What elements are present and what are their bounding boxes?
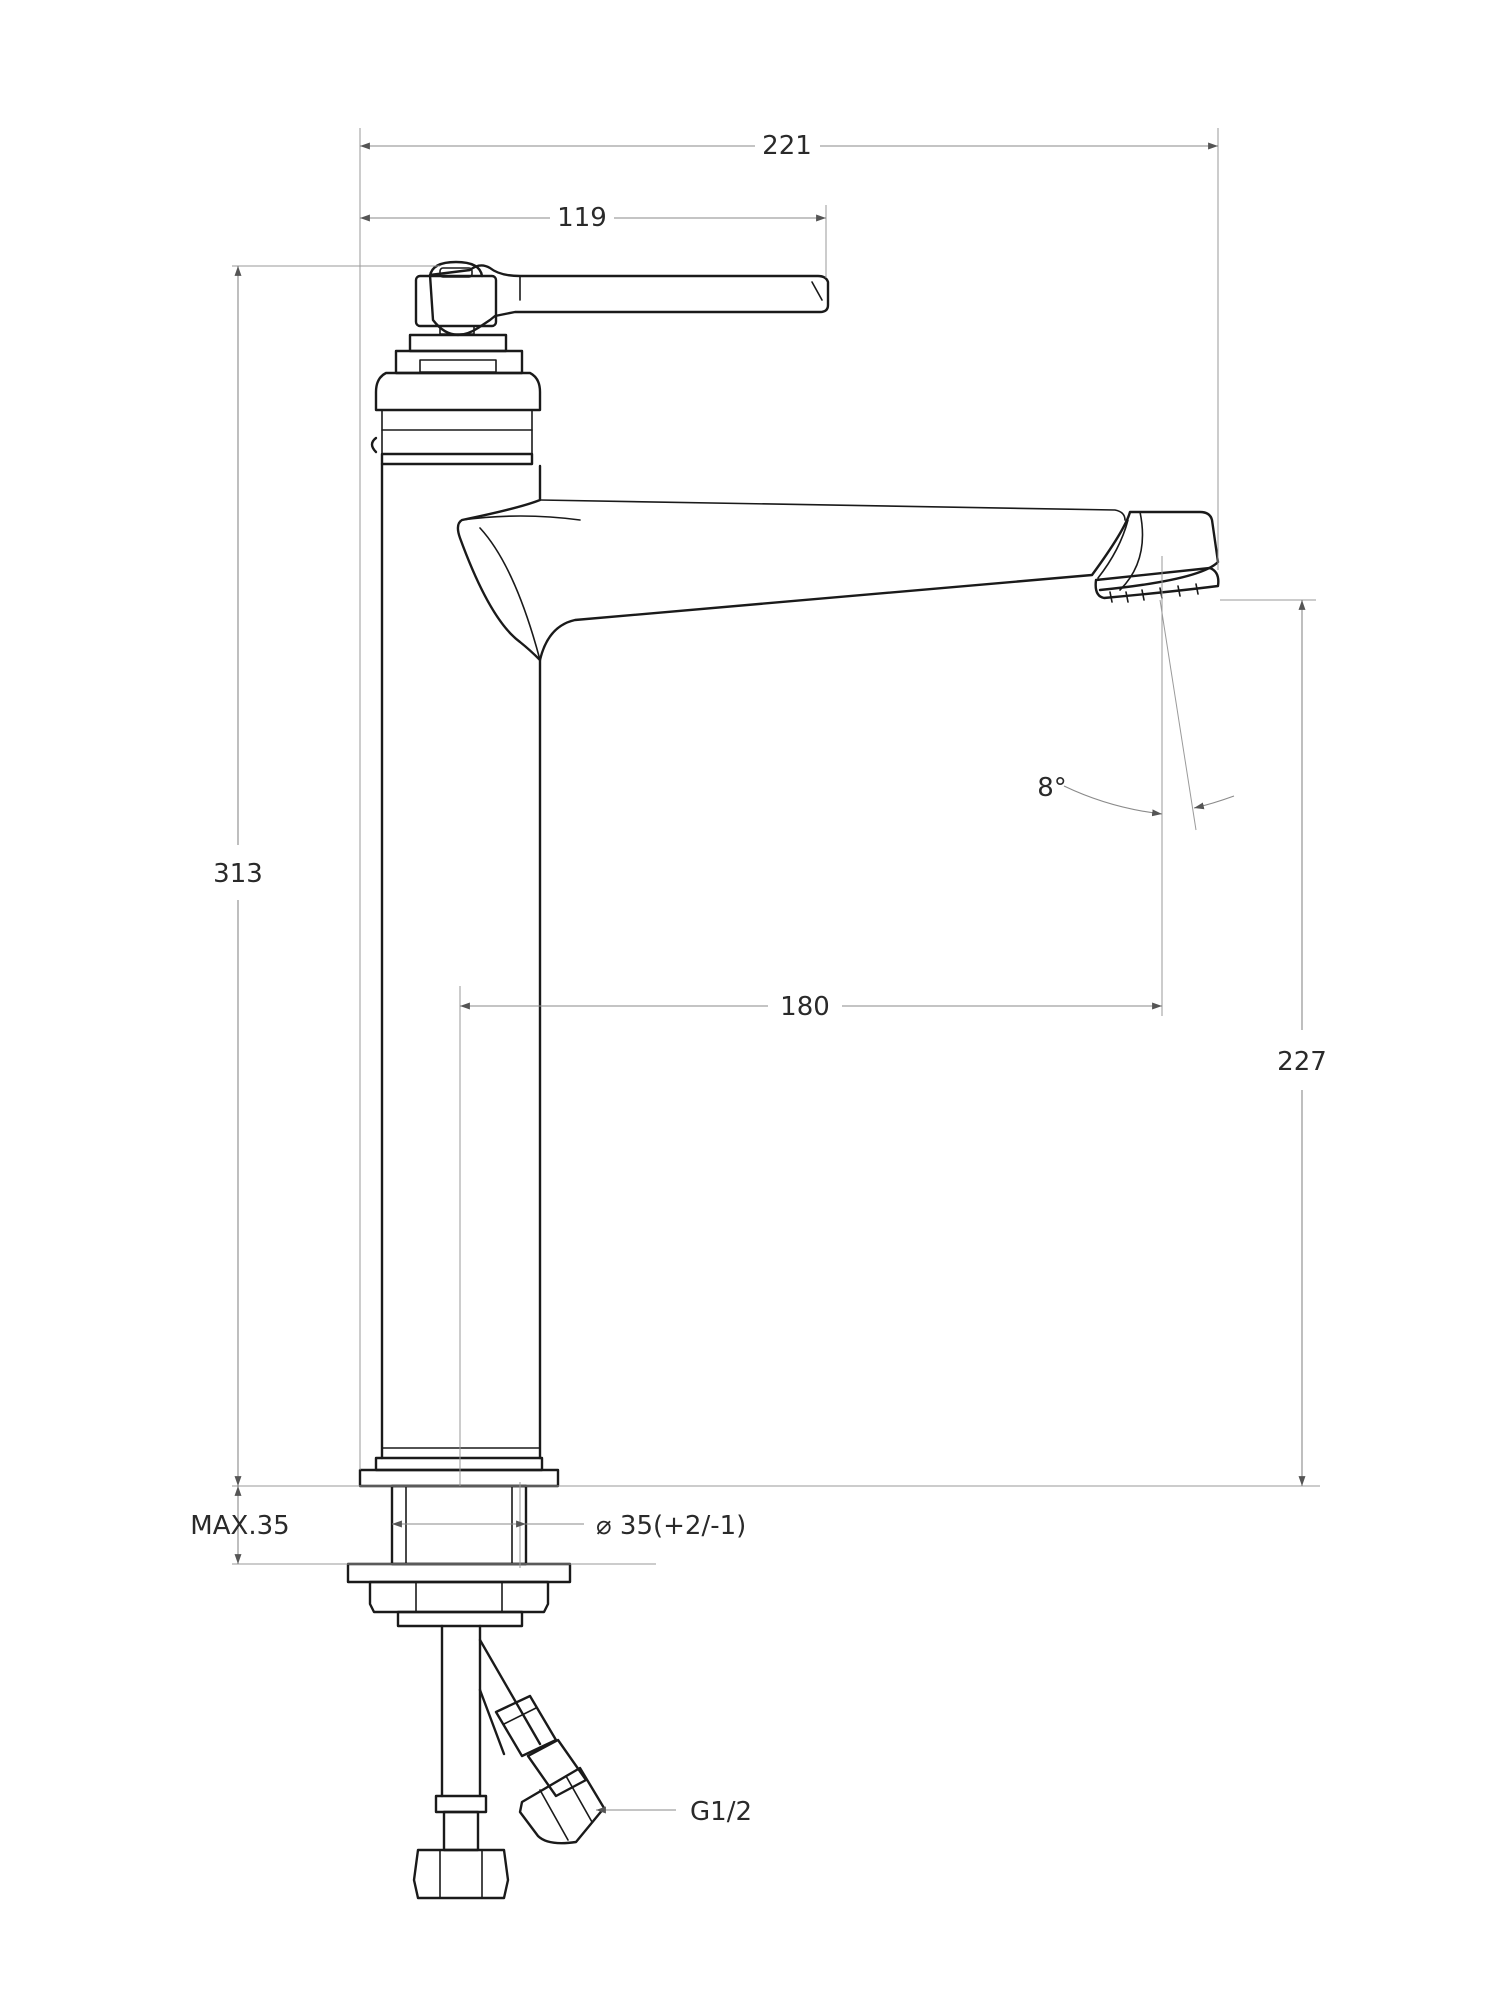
dim-arc-aerator-angle [1063, 785, 1163, 817]
label-spout-height: 227 [1277, 1047, 1327, 1077]
label-aerator-angle: 8° [1037, 773, 1067, 803]
flexible-hoses [412, 1624, 606, 1900]
cartridge-collar [370, 333, 542, 466]
label-overall-width: 221 [762, 131, 812, 161]
label-max-thickness: MAX.35 [190, 1511, 289, 1541]
lever-handle [414, 260, 830, 337]
extension-lines [232, 128, 1320, 1568]
column [380, 462, 542, 1460]
label-hole-diameter: ⌀ 35(+2/-1) [596, 1511, 746, 1541]
label-handle-reach: 119 [557, 203, 607, 233]
label-spout-reach: 180 [780, 992, 830, 1022]
mounting-shank [346, 1484, 572, 1628]
label-thread: G1/2 [690, 1797, 752, 1827]
base-flange [358, 1456, 560, 1488]
dimension-labels: 221 119 313 180 227 8° MAX.35 ⌀ 35(+2/-1… [190, 126, 1327, 1827]
dimension-lines [234, 142, 1306, 1814]
faucet-outline [346, 260, 1220, 1900]
spout [456, 464, 1220, 662]
label-overall-height: 313 [213, 859, 263, 889]
